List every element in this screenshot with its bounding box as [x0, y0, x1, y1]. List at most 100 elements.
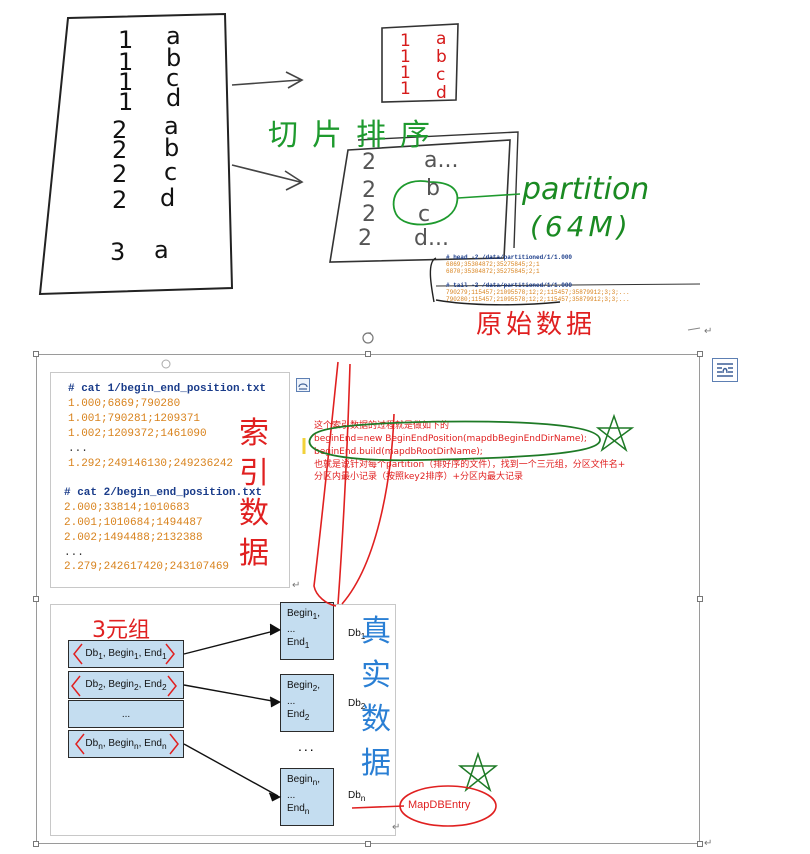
paragraph-mark: ↵: [704, 838, 713, 849]
anchor-icon[interactable]: [296, 378, 310, 392]
mini-tail-cmd: # tail -2 /data/partitioned/1/1.000: [446, 282, 573, 289]
resize-handle[interactable]: [365, 351, 371, 357]
mini-head-line: 6870;35304872;35275845;2;1: [446, 268, 540, 275]
triple-label: 3元组: [92, 618, 150, 643]
note-line: beginEnd.build(mapdbRootDirName);: [314, 447, 483, 457]
paragraph-mark: ↵: [392, 822, 401, 833]
left-table-key: 1: [118, 26, 134, 54]
paragraph-mark: ↵: [292, 580, 301, 591]
partition-value: d...: [414, 226, 449, 251]
mini-tail-line: 790280;115457;21095578;12;2;115457;35879…: [446, 296, 630, 303]
mapdb-entry-label: MapDBEntry: [408, 799, 471, 811]
partition-value: b: [426, 176, 440, 201]
left-table-key: 2: [112, 160, 128, 188]
arrow-right-bottom: [231, 164, 304, 191]
sorted-chunk-key: 1: [400, 31, 411, 51]
index-data-label: 索 引 数 据: [239, 416, 269, 571]
mini-head-cmd: # head -2 /data/partitioned/1/1.000: [446, 254, 573, 261]
code-line: 1.002;1209372;1461090: [68, 428, 207, 440]
sketch-lines: [38, 12, 701, 331]
left-table-key: 1: [118, 48, 134, 76]
resize-handle[interactable]: [33, 351, 39, 357]
sorted-chunk-key: 1: [400, 79, 411, 99]
code-command: # cat 2/begin_end_position.txt: [64, 487, 263, 499]
code-line: ...: [64, 547, 84, 559]
code-line: 2.000;33814;1010683: [64, 502, 190, 514]
left-table-value: b: [164, 134, 180, 162]
partition-value: c: [418, 202, 431, 227]
db-label-n: Dbn: [348, 790, 366, 803]
tuple-row-ellipsis: ...: [68, 700, 184, 728]
left-table-key: 2: [112, 116, 128, 144]
layout-options-icon[interactable]: [712, 358, 738, 382]
code-line: 2.002;1494488;2132388: [64, 532, 203, 544]
note-line: beginEnd=new BeginEndPosition(mapdbBegin…: [314, 434, 587, 444]
code-line: 1.292;249146130;249236242: [68, 458, 234, 470]
code-line: 1.001;790281;1209371: [68, 413, 201, 425]
partition-key: 2: [362, 178, 376, 203]
tuple-text: ...: [121, 708, 131, 720]
mini-code-snippet: # head -2 /data/partitioned/1/1.000 6869…: [446, 254, 630, 303]
sorted-chunk-outline: [381, 23, 459, 103]
tuple-row-n: Dbn, Beginn, Endn: [68, 730, 184, 758]
note-line: 这个索引数据的过程就是做如下的: [314, 421, 450, 431]
cut-sort-label: 切片排序: [268, 118, 444, 153]
tuple-row-2: Db2, Begin2, End2: [68, 671, 184, 699]
code-line: ...: [68, 443, 88, 455]
partition-key: 2: [362, 150, 376, 175]
left-table-value: c: [166, 64, 180, 92]
sorted-chunk-value: c: [436, 65, 446, 85]
sorted-chunk-value: b: [436, 47, 447, 67]
partition-key: 2: [362, 202, 376, 227]
tuple-text: Dbn, Beginn, Endn: [85, 737, 167, 751]
left-table-value: a: [166, 22, 181, 50]
resize-handle[interactable]: [365, 841, 371, 847]
resize-handle[interactable]: [697, 841, 703, 847]
partition-size-label: (64M): [530, 210, 632, 243]
db-ellipsis: ...: [298, 738, 316, 754]
partition-value: a...: [424, 148, 459, 173]
partition-key: 2: [358, 226, 372, 251]
db-label-1: Db1: [348, 628, 366, 641]
left-table-value: a: [164, 112, 179, 140]
left-table-key: 1: [118, 88, 134, 116]
mini-tail-line: 790279;115457;21095578;12;2;115457;35879…: [446, 289, 630, 296]
diagram-box: [50, 604, 396, 836]
partition-box-outline: [329, 139, 511, 263]
left-table-outline: [38, 12, 234, 296]
rotate-handle-icon[interactable]: [360, 330, 376, 346]
green-circle: [392, 180, 459, 226]
code-line: 1.000;6869;790280: [68, 398, 181, 410]
resize-handle[interactable]: [697, 596, 703, 602]
left-table-value: d: [166, 84, 182, 112]
db-label-2: Db2: [348, 698, 366, 711]
tuple-text: Db1, Begin1, End1: [85, 647, 167, 661]
left-table-key: 3: [110, 238, 126, 266]
rotate-handle-icon[interactable]: [160, 358, 172, 370]
resize-handle[interactable]: [697, 351, 703, 357]
tuple-row-1: Db1, Begin1, End1: [68, 640, 184, 668]
real-data-label: 真 实 数 据: [361, 614, 391, 781]
sorted-chunk-value: d: [436, 83, 447, 103]
resize-handle[interactable]: [33, 841, 39, 847]
arrow-right-top: [231, 71, 304, 89]
left-table-value: a: [154, 236, 169, 264]
left-table-key: 1: [118, 68, 134, 96]
db-box-n: Beginn, ... Endn: [280, 768, 334, 826]
left-table-value: b: [166, 44, 182, 72]
sorted-chunk-key: 1: [400, 63, 411, 83]
resize-handle[interactable]: [33, 596, 39, 602]
sorted-chunk-key: 1: [400, 47, 411, 67]
code-listing: [50, 372, 290, 588]
mini-head-line: 6869;35304872;35275845;2;1: [446, 261, 540, 268]
db-box-2: Begin2, ... End2: [280, 674, 334, 732]
code-line: 2.279;242617420;243107469: [64, 561, 230, 573]
paragraph-mark: ↵: [704, 326, 713, 337]
partition-label: partition: [522, 172, 650, 207]
note-line: 也就是说针对每个partition（排好序的文件），找到一个三元组，分区文件名+: [314, 460, 626, 470]
code-line: 2.001;1010684;1494487: [64, 517, 203, 529]
left-table-value: c: [164, 158, 178, 186]
sorted-chunk-value: a: [436, 29, 447, 49]
code-command: # cat 1/begin_end_position.txt: [68, 383, 267, 395]
left-table-value: d: [160, 184, 176, 212]
